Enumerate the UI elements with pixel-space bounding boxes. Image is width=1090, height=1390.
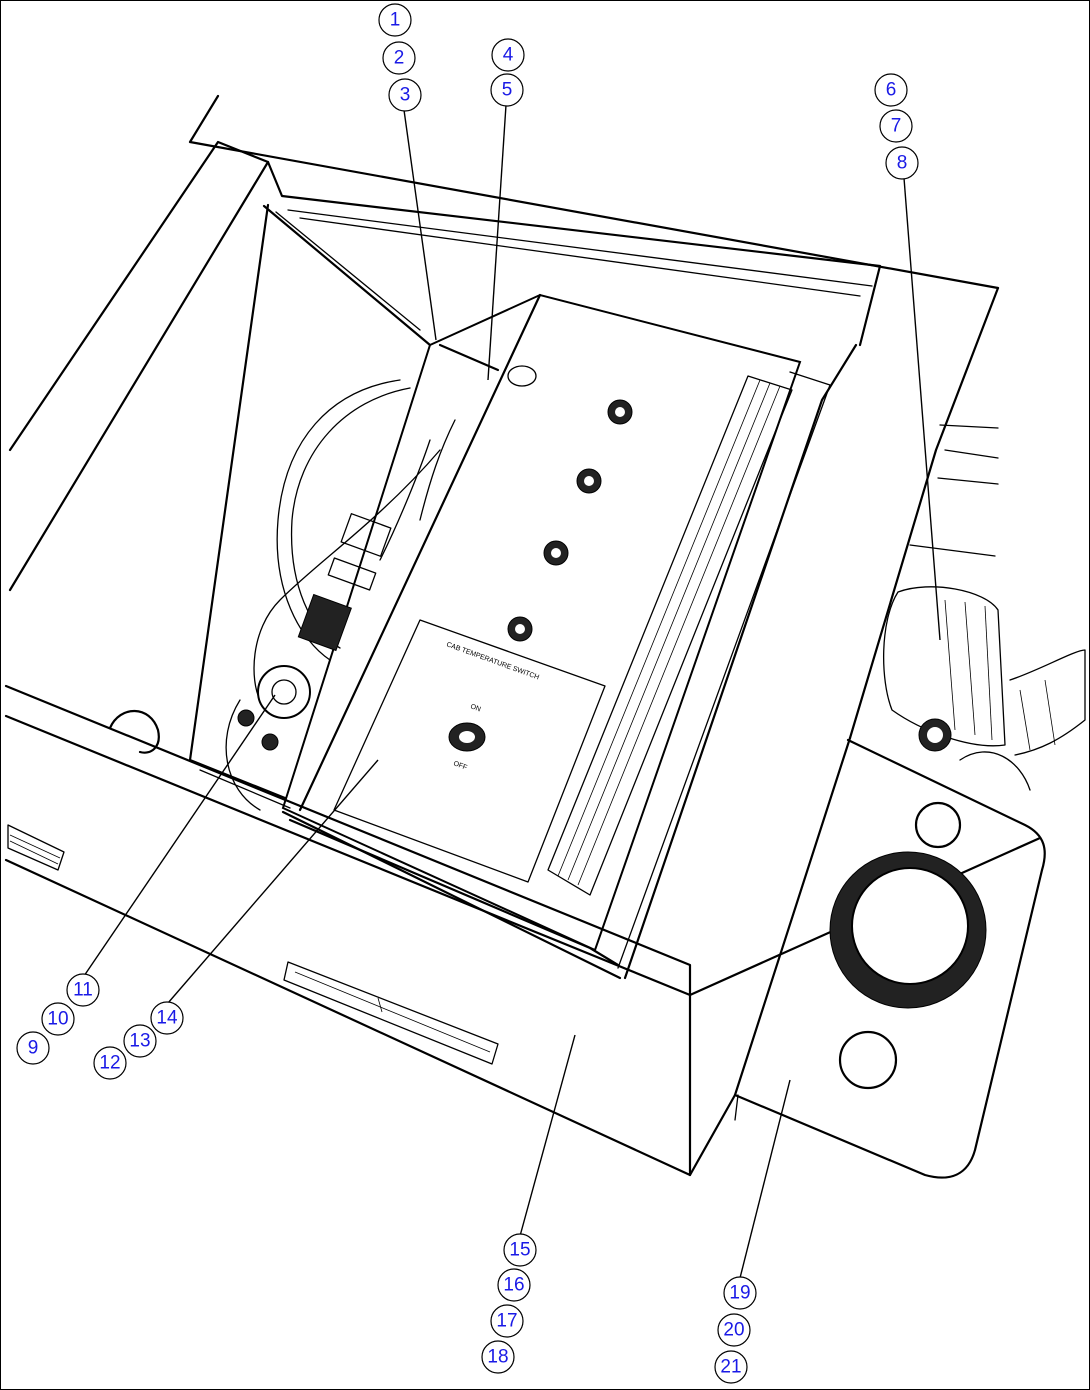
svg-text:16: 16: [503, 1275, 524, 1296]
svg-text:21: 21: [720, 1357, 741, 1378]
svg-text:2: 2: [394, 48, 405, 69]
svg-text:1: 1: [390, 10, 401, 31]
callout-8[interactable]: 8: [885, 146, 919, 180]
svg-text:10: 10: [47, 1009, 68, 1030]
svg-text:15: 15: [509, 1240, 530, 1261]
left-vent: [7, 824, 65, 871]
callout-2[interactable]: 2: [382, 41, 416, 75]
svg-text:8: 8: [897, 153, 908, 174]
left-console-details: [7, 709, 160, 871]
callout-13[interactable]: 13: [123, 1024, 157, 1058]
svg-text:18: 18: [487, 1347, 508, 1368]
callout-11[interactable]: 11: [66, 973, 100, 1007]
svg-text:5: 5: [502, 80, 513, 101]
svg-text:11: 11: [73, 980, 93, 1001]
svg-text:14: 14: [156, 1008, 178, 1029]
callout-7[interactable]: 7: [879, 109, 913, 143]
right-console-plate: [733, 736, 1046, 1179]
upper-console-panel: [188, 94, 1000, 347]
relay-knob: [257, 665, 311, 719]
front-vent-slot: [283, 961, 499, 1065]
plate-hole: [838, 1030, 898, 1090]
switch-off-label: OFF: [452, 760, 468, 771]
svg-text:19: 19: [729, 1283, 750, 1304]
callout-17[interactable]: 17: [490, 1304, 524, 1338]
plate-hole: [914, 801, 962, 849]
control-module: [281, 293, 831, 969]
svg-text:17: 17: [496, 1311, 517, 1332]
svg-text:4: 4: [503, 45, 514, 66]
svg-text:12: 12: [99, 1053, 120, 1074]
svg-text:6: 6: [886, 80, 897, 101]
svg-text:13: 13: [129, 1031, 150, 1052]
callout-4[interactable]: 4: [491, 38, 525, 72]
callout-19[interactable]: 19: [723, 1276, 757, 1310]
callout-6[interactable]: 6: [874, 73, 908, 107]
callout-18[interactable]: 18: [481, 1340, 515, 1374]
callout-5[interactable]: 5: [490, 73, 524, 107]
callout-15[interactable]: 15: [503, 1233, 537, 1267]
leader-lines: [83, 104, 941, 1279]
svg-text:20: 20: [723, 1320, 744, 1341]
lower-front-panel: [4, 684, 737, 1177]
callout-3[interactable]: 3: [388, 78, 422, 112]
hinge-strip: [547, 375, 793, 896]
svg-text:3: 3: [400, 85, 411, 106]
wiring-harness: [199, 379, 456, 811]
callout-16[interactable]: 16: [497, 1268, 531, 1302]
right-side-assembly: [883, 424, 1086, 791]
svg-text:9: 9: [28, 1038, 39, 1059]
callout-12[interactable]: 12: [93, 1046, 127, 1080]
svg-text:7: 7: [891, 116, 902, 137]
callout-10[interactable]: 10: [41, 1002, 75, 1036]
callout-20[interactable]: 20: [717, 1313, 751, 1347]
callout-21[interactable]: 21: [714, 1350, 748, 1384]
callout-9[interactable]: 9: [16, 1031, 50, 1065]
switch-on-label: ON: [469, 703, 481, 713]
callout-14[interactable]: 14: [150, 1001, 184, 1035]
callout-1[interactable]: 1: [378, 3, 412, 37]
